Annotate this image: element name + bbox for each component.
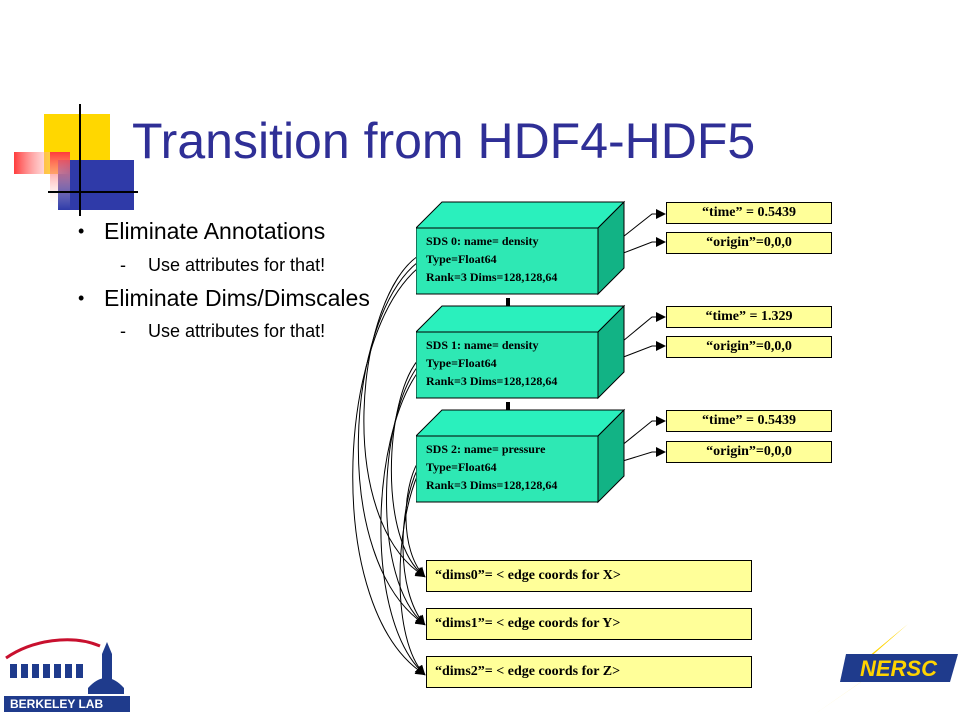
- sds-label: SDS 0: name= density Type=Float64 Rank=3…: [426, 234, 558, 284]
- link-sds0-dims0: [363, 255, 426, 578]
- dims0-box: “dims0”= < edge coords for X>: [426, 560, 752, 592]
- attr-time-sds1: “time” = 1.329: [666, 306, 832, 328]
- nersc-text: NERSC: [860, 656, 938, 681]
- link-sds1-dims2: [380, 371, 426, 676]
- link-sds2-dims0: [405, 461, 426, 578]
- link-sds0-dims1: [357, 261, 426, 626]
- dims1-box: “dims1”= < edge coords for Y>: [426, 608, 752, 640]
- nersc-logo-icon: NERSC: [812, 624, 958, 716]
- cube-shape: [414, 408, 626, 504]
- berkeley-lab-logo: BERKELEY LAB: [2, 628, 134, 718]
- bullet-icon: •: [78, 221, 85, 241]
- dash-icon: -: [120, 321, 126, 341]
- page-title: Transition from HDF4-HDF5: [132, 113, 756, 169]
- attr-origin-sds2: “origin”=0,0,0: [666, 441, 832, 463]
- sub-bullet-attributes-1: -Use attributes for that!: [120, 255, 326, 275]
- sds-box-2: SDS 2: name= pressure Type=Float64 Rank=…: [414, 408, 626, 504]
- dash-icon: -: [120, 255, 126, 275]
- link-sds0-dims2: [352, 267, 426, 676]
- sds-label: SDS 1: name= density Type=Float64 Rank=3…: [426, 338, 558, 388]
- dims2-box: “dims2”= < edge coords for Z>: [426, 656, 752, 688]
- decoration-squares-icon: [14, 104, 138, 216]
- sub-bullet-attributes-2: -Use attributes for that!: [120, 321, 326, 341]
- sds-label: SDS 2: name= pressure Type=Float64 Rank=…: [426, 442, 558, 492]
- link-sds2-dims2: [399, 473, 426, 676]
- cube-shape: [414, 200, 626, 296]
- attr-time-sds2: “time” = 0.5439: [666, 410, 832, 432]
- bullet-icon: •: [78, 288, 85, 308]
- attr-origin-sds0: “origin”=0,0,0: [666, 232, 832, 254]
- bullet-eliminate-dims: •Eliminate Dims/Dimscales: [78, 285, 370, 311]
- sds-box-0: SDS 0: name= density Type=Float64 Rank=3…: [414, 200, 626, 296]
- link-sds2-dims1: [402, 467, 426, 626]
- attr-origin-sds1: “origin”=0,0,0: [666, 336, 832, 358]
- berkeley-lab-logo-icon: BERKELEY LAB: [4, 638, 130, 712]
- link-sds1-dims0: [390, 359, 426, 578]
- sds-box-1: SDS 1: name= density Type=Float64 Rank=3…: [414, 304, 626, 400]
- title-decoration: [0, 100, 140, 220]
- nersc-logo: NERSC: [800, 622, 960, 718]
- cube-shape: [414, 304, 626, 400]
- berkeley-lab-text: BERKELEY LAB: [10, 697, 103, 711]
- bullet-eliminate-annotations: •Eliminate Annotations: [78, 218, 326, 244]
- attr-time-sds0: “time” = 0.5439: [666, 202, 832, 224]
- link-sds1-dims1: [386, 365, 426, 626]
